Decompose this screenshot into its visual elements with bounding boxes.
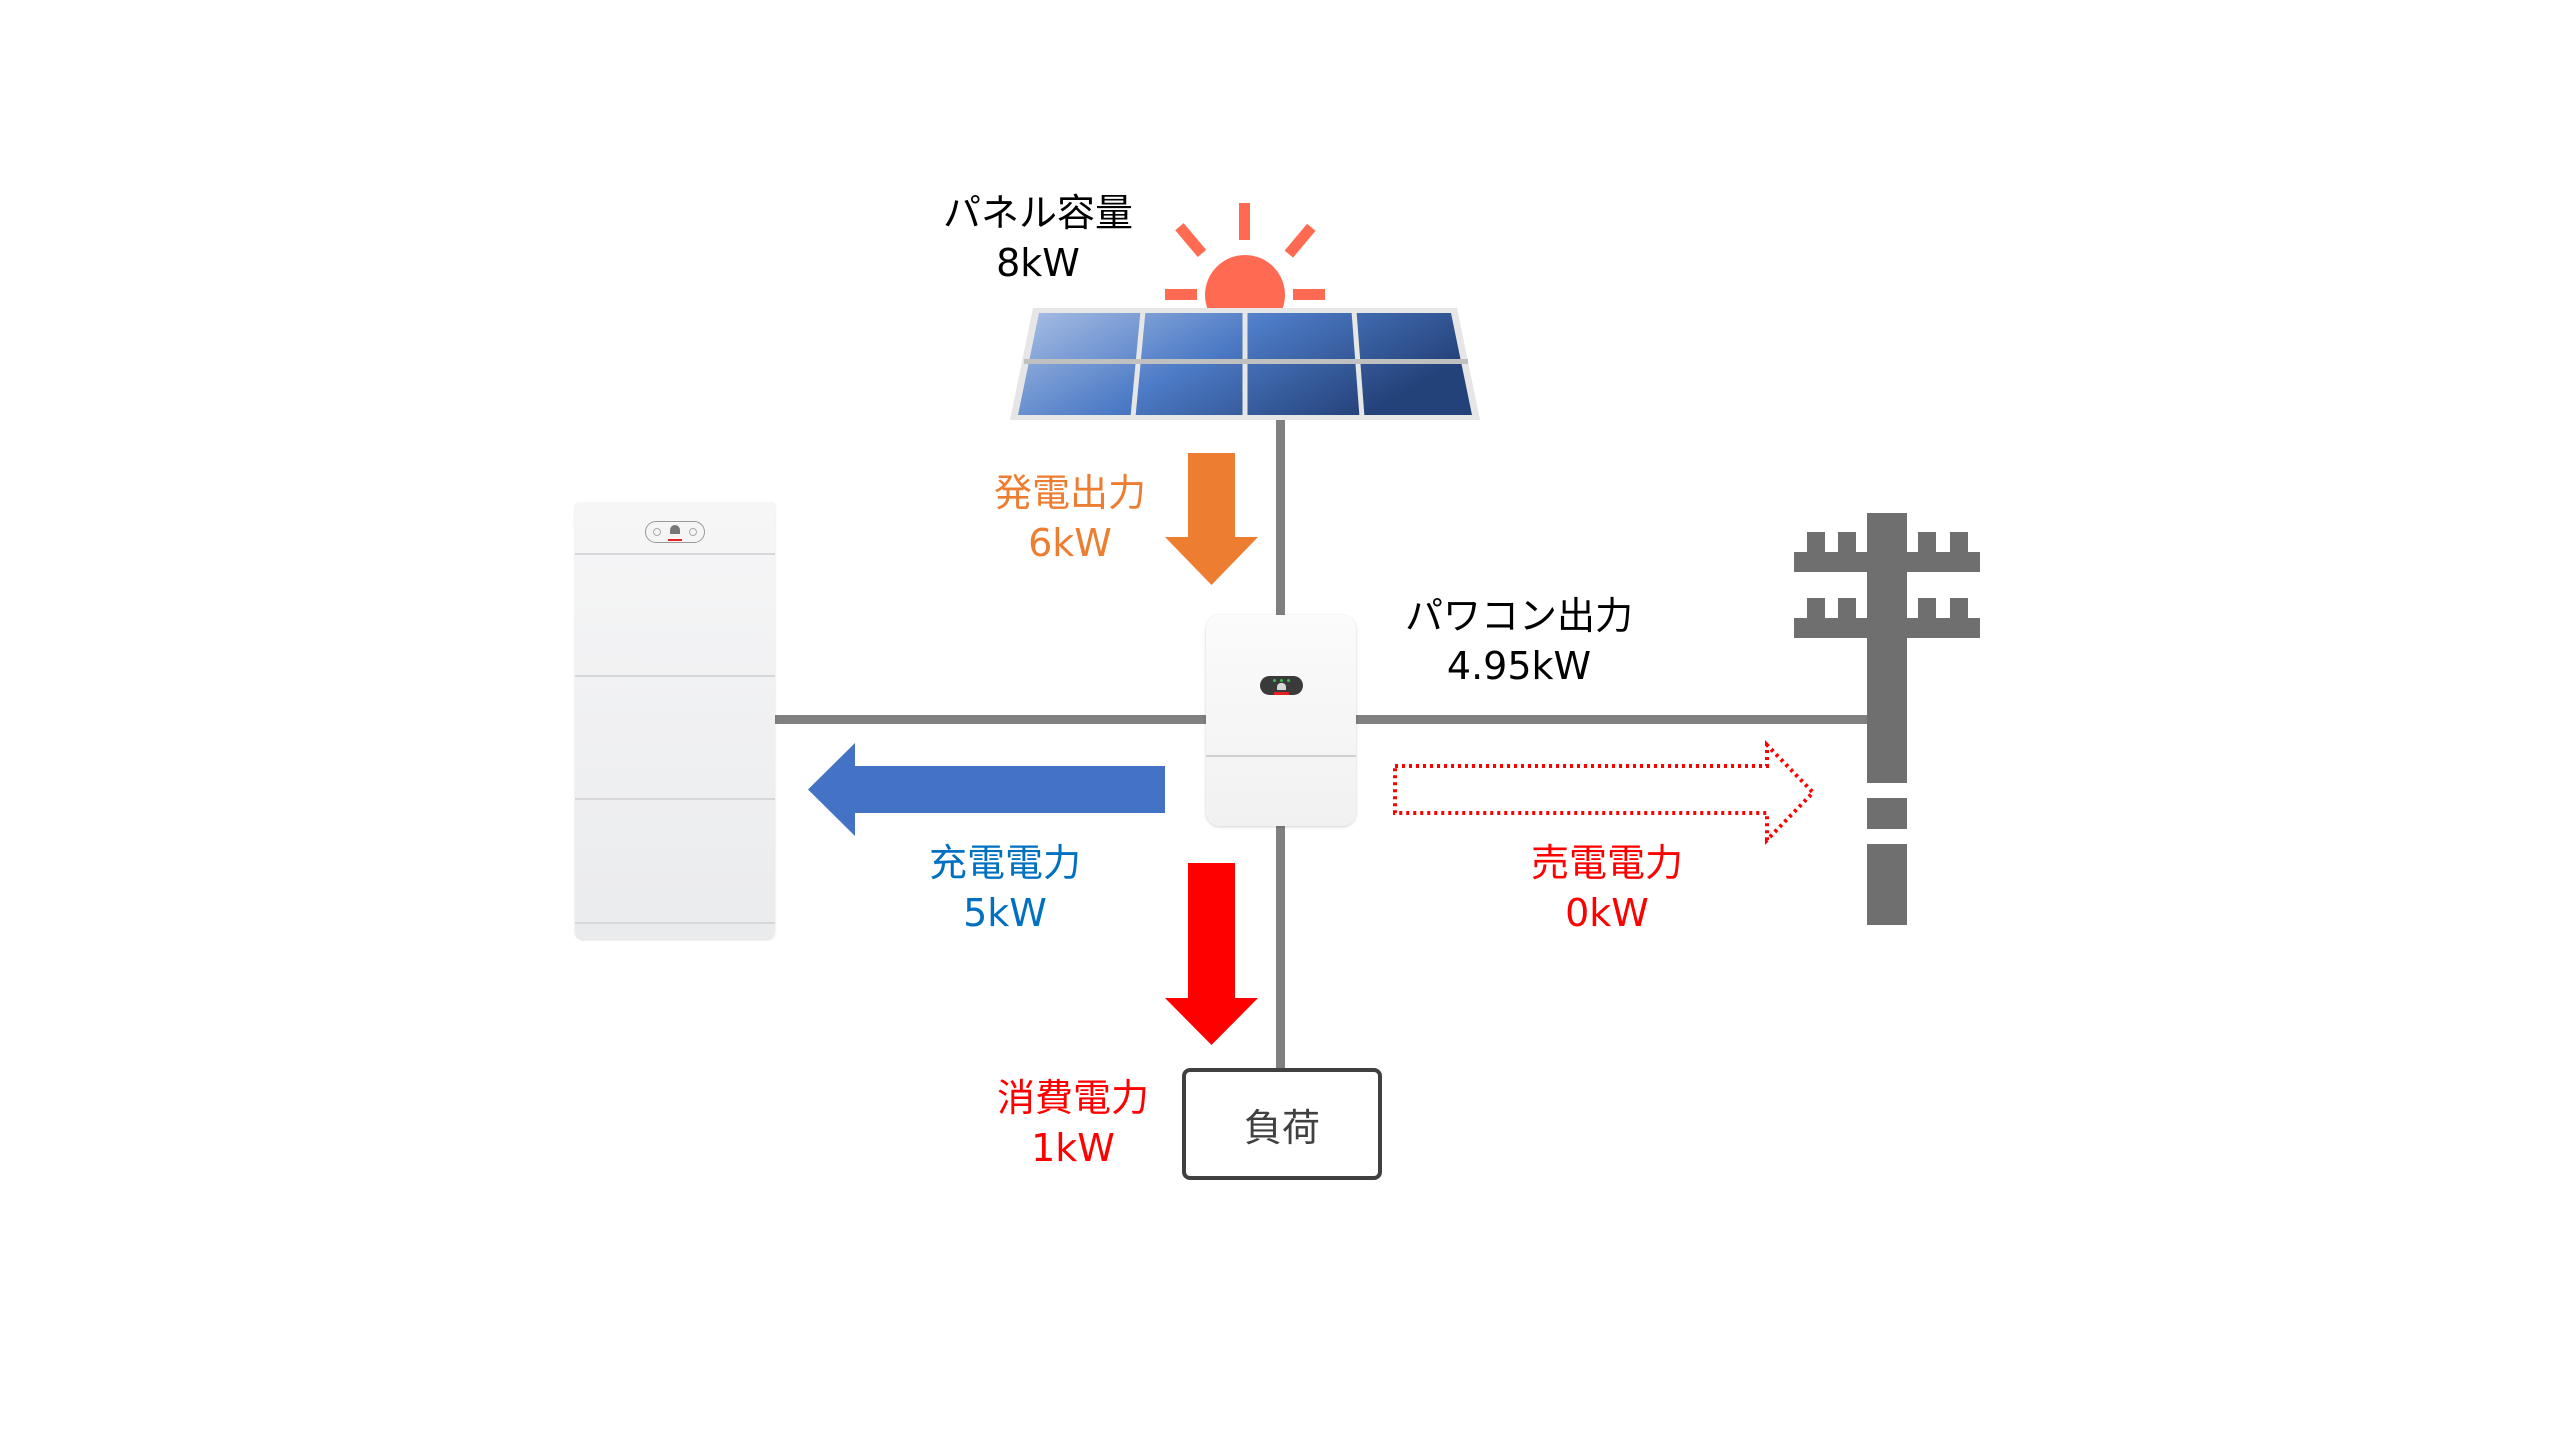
sell-arrow bbox=[1393, 740, 1816, 845]
wire-inverter-to-load bbox=[1276, 825, 1285, 1070]
solar-panel-icon bbox=[1010, 203, 1480, 420]
inverter-display bbox=[1260, 676, 1303, 695]
sell-label: 売電電力 0kW bbox=[1497, 838, 1717, 938]
charge-value: 5kW bbox=[963, 891, 1047, 935]
generation-arrow bbox=[1165, 453, 1258, 585]
generation-title: 発電出力 bbox=[993, 471, 1146, 515]
sell-title: 売電電力 bbox=[1530, 841, 1683, 885]
panel-capacity-title: パネル容量 bbox=[942, 191, 1133, 235]
charge-label: 充電電力 5kW bbox=[895, 838, 1115, 938]
panel-capacity-label: パネル容量 8kW bbox=[918, 188, 1158, 288]
charge-arrow bbox=[808, 743, 1165, 836]
consumption-title: 消費電力 bbox=[996, 1076, 1149, 1120]
consumption-value: 1kW bbox=[1031, 1126, 1115, 1170]
wire-battery-to-inverter bbox=[775, 715, 1207, 724]
consumption-arrow bbox=[1165, 863, 1258, 1045]
inverter-icon bbox=[1206, 615, 1356, 826]
charge-title: 充電電力 bbox=[928, 841, 1081, 885]
inverter-output-label: パワコン出力 4.95kW bbox=[1388, 591, 1650, 691]
load-box: 負荷 bbox=[1182, 1068, 1382, 1180]
wire-panel-to-inverter bbox=[1276, 418, 1285, 616]
inverter-output-value: 4.95kW bbox=[1446, 644, 1592, 688]
generation-label: 発電出力 6kW bbox=[960, 468, 1180, 568]
sell-value: 0kW bbox=[1565, 891, 1649, 935]
panel-capacity-value: 8kW bbox=[996, 241, 1080, 285]
consumption-label: 消費電力 1kW bbox=[963, 1073, 1183, 1173]
battery-badge bbox=[645, 521, 705, 543]
load-label: 負荷 bbox=[1243, 1105, 1320, 1150]
wire-inverter-to-grid bbox=[1355, 715, 1869, 724]
generation-value: 6kW bbox=[1028, 521, 1112, 565]
battery-icon bbox=[575, 502, 775, 939]
inverter-output-title: パワコン出力 bbox=[1404, 594, 1633, 638]
